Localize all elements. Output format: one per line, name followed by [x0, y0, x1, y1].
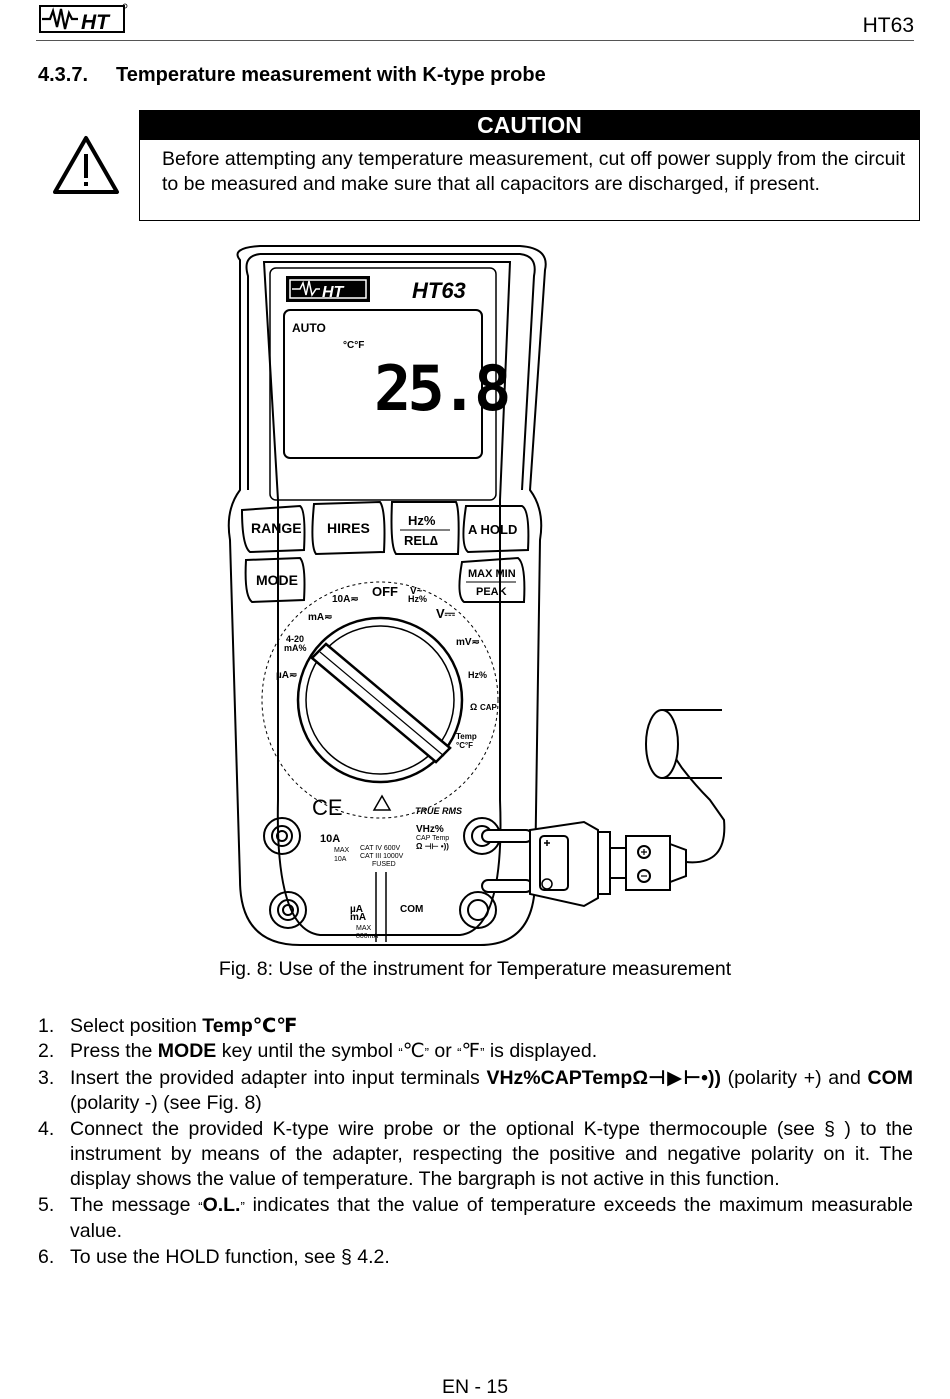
section-title: Temperature measurement with K-type prob… [116, 64, 546, 86]
button-ahold: A HOLD [468, 522, 517, 537]
term-10a-max: MAX [334, 847, 350, 854]
step-2: 2.Press the MODE key until the symbol “℃… [38, 1040, 598, 1063]
dial-420-ma: mA% [284, 643, 307, 653]
term-ua: µA [350, 904, 363, 915]
button-hires: HIRES [327, 520, 370, 536]
button-mode: MODE [256, 572, 298, 588]
step-4: 4.Connect the provided K-type wire probe… [38, 1117, 913, 1191]
term-10a: 10A [320, 833, 340, 845]
dial-temp: Temp [456, 732, 477, 741]
term-ma: mA [350, 912, 366, 923]
dial-10a: 10A≂ [332, 594, 359, 605]
dial-off: OFF [372, 584, 398, 599]
warning-icon [53, 136, 119, 194]
logo-text: HT [81, 11, 111, 34]
dial-ma: mA≂ [308, 612, 333, 623]
step-3: 3.Insert the provided adapter into input… [38, 1066, 913, 1115]
caution-box [139, 140, 920, 221]
step-5: 5.The message “O.L.” indicates that the … [38, 1193, 914, 1243]
ce-mark: CE [312, 795, 343, 820]
dial-vac: V~ [410, 586, 423, 597]
dial-ohm: Ω [470, 702, 477, 712]
true-rms: TRUE RMS [415, 806, 462, 816]
page-number: EN - 15 [441, 1376, 509, 1398]
term-800ma: 800mA [356, 933, 379, 940]
dial-ua: µA≂ [276, 670, 297, 681]
dial-temp-unit: °C°F [456, 741, 473, 750]
term-captemp: CAP Temp [416, 835, 449, 842]
device-model: HT63 [412, 278, 466, 303]
terminal-symbols-icon: Ω⊣▶⊢•)) [632, 1066, 721, 1089]
button-maxmin: MAX MIN [468, 568, 516, 580]
dial-cap: CAP [480, 703, 498, 712]
term-fused: FUSED [372, 861, 396, 868]
device-brand: HT [322, 284, 345, 301]
term-max: MAX [356, 925, 372, 932]
button-range: RANGE [251, 520, 302, 536]
caution-text: Before attempting any temperature measur… [162, 148, 906, 195]
header-divider [36, 40, 914, 41]
lcd-units: °C°F [343, 340, 364, 351]
section-number: 4.3.7. [38, 64, 89, 86]
instruction-steps: 1.Select position Temp℃℉ 2.Press the MOD… [38, 1014, 913, 1270]
step-6: 6.To use the HOLD function, see § 4.2. [38, 1245, 390, 1268]
term-cat2: CAT III 1000V [360, 853, 404, 860]
dial-vac-hz: Hz% [408, 594, 427, 604]
button-rel: REL∆ [404, 533, 438, 548]
figure-caption: Fig. 8: Use of the instrument for Temper… [218, 958, 732, 980]
dial-420: 4-20 [286, 634, 304, 644]
term-10a-fused: 10A [334, 856, 347, 863]
term-cat1: CAT IV 600V [360, 845, 401, 852]
dial-vdc: V⎓ [436, 606, 456, 621]
caution-title: CAUTION [139, 110, 920, 140]
button-peak: PEAK [476, 586, 507, 598]
multimeter-figure: HT HT63 AUTO °C°F 25.8 RANGE HIRES Hz% R… [227, 245, 726, 946]
button-hz: Hz% [408, 513, 436, 528]
term-com: COM [400, 904, 423, 915]
document-model: HT63 [862, 14, 914, 37]
section-heading: 4.3.7. Temperature measurement with K-typ… [38, 64, 546, 87]
step-1: 1.Select position Temp℃℉ [38, 1015, 298, 1037]
lcd-auto: AUTO [292, 321, 326, 335]
ht-logo: HT [39, 3, 128, 34]
dial-hz: Hz% [468, 670, 487, 680]
term-vhz: VHz% [416, 824, 444, 835]
lcd-reading: 25.8 [374, 352, 508, 425]
dial-mv: mV≂ [456, 637, 480, 648]
term-ohm: Ω ⊣⊢ •)) [416, 841, 449, 851]
